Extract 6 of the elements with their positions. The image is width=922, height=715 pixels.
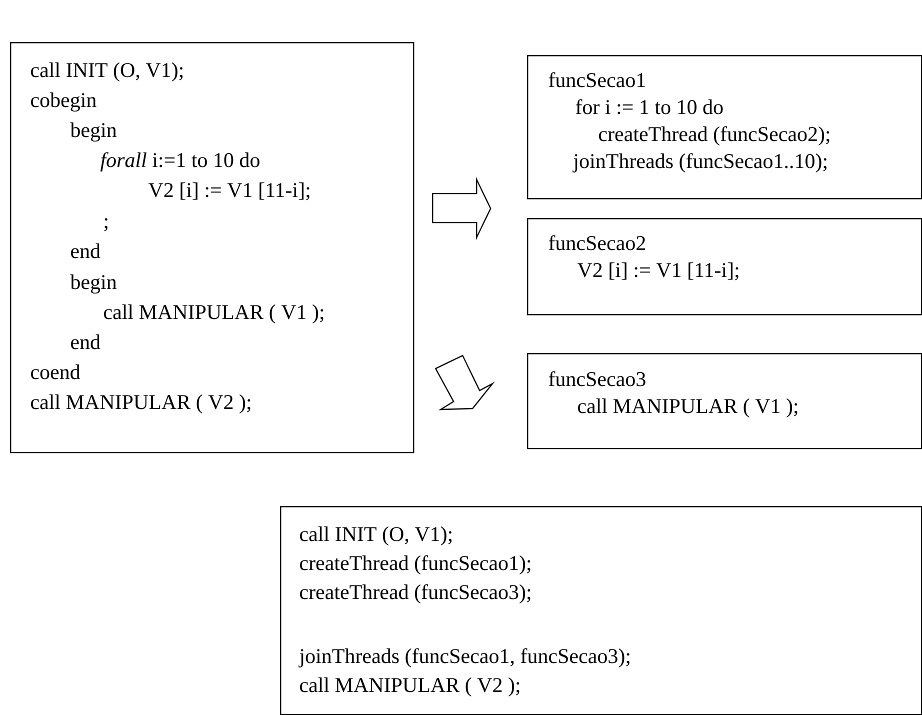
code-box: funcSecao3 call MANIPULAR ( V1 ); xyxy=(527,352,922,450)
code-box: funcSecao1 for i := 1 to 10 do createThread (funcSecao2); joinThreads (funcSecao1..10); xyxy=(527,55,922,200)
block-arrow xyxy=(432,176,492,240)
code-box: call INIT (O, V1); createThread (funcSecao1); createThread (funcSecao3); joinThreads (funcSecao1, funcSecao3); call MANIPULAR ( V2 ); xyxy=(280,506,922,715)
code-box: funcSecao2 V2 [i] := V1 [11-i]; xyxy=(527,218,922,316)
code-box: call INIT (O, V1); cobegin begin forall i:=1 to 10 do V2 [i] := V1 [11-i]; ; end begin call MANIPULAR ( V1 ); end coend call MANIPULAR ( V2 ); xyxy=(10,42,414,454)
